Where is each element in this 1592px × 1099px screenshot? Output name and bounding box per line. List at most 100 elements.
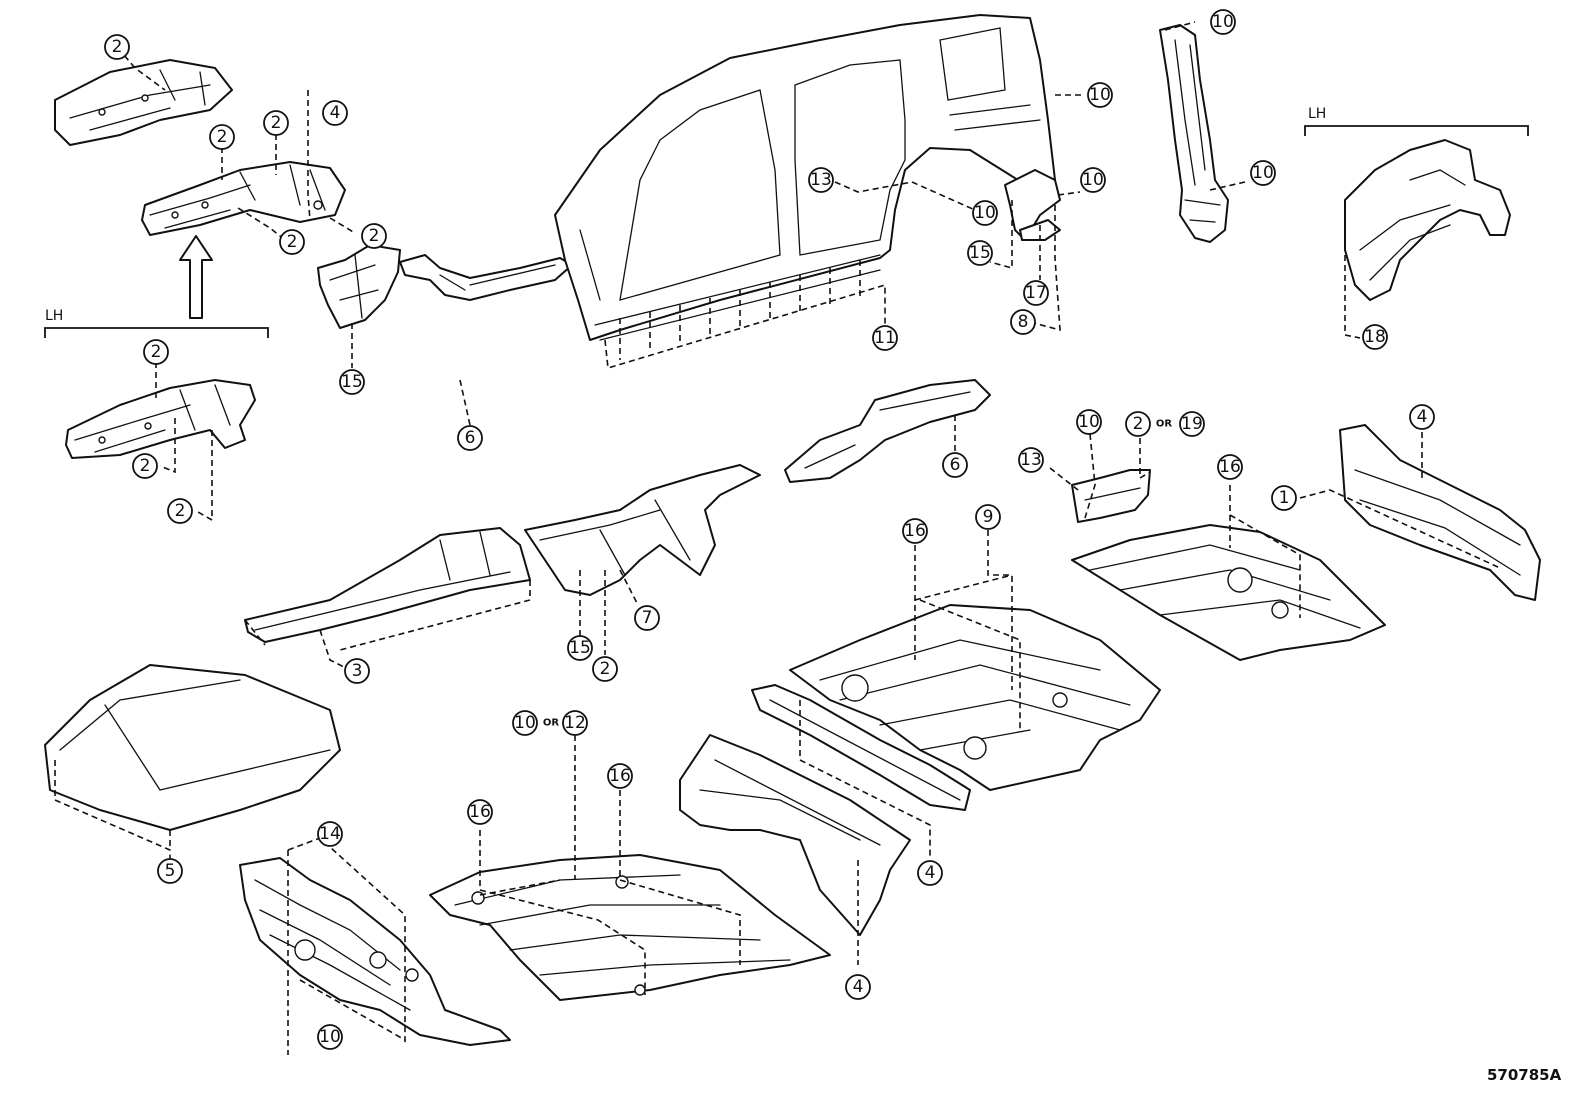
svg-text:2: 2 xyxy=(369,226,380,246)
svg-text:9: 9 xyxy=(983,507,994,527)
svg-text:10: 10 xyxy=(514,713,536,733)
callout-4-d: 4 xyxy=(845,974,871,1000)
svg-text:17: 17 xyxy=(1025,283,1047,303)
callout-11: 11 xyxy=(872,325,898,351)
callout-10-b: 10 xyxy=(1087,82,1113,108)
callout-15-a: 15 xyxy=(339,369,365,395)
rocker-front-lh xyxy=(399,254,573,301)
lh-label-left: LH xyxy=(45,308,63,324)
svg-text:4: 4 xyxy=(1417,407,1428,427)
svg-text:15: 15 xyxy=(969,243,991,263)
callout-16-c: 16 xyxy=(607,763,633,789)
svg-text:16: 16 xyxy=(469,802,491,822)
svg-text:15: 15 xyxy=(569,638,591,658)
side-body-outer-panel xyxy=(554,14,1056,341)
floor-extension-bracket xyxy=(1071,469,1151,523)
bracket-small xyxy=(317,244,401,329)
callout-10-c: 10 xyxy=(1080,167,1106,193)
callout-13-a: 13 xyxy=(808,167,834,193)
svg-text:10: 10 xyxy=(319,1027,341,1047)
callout-4-c: 4 xyxy=(917,860,943,886)
svg-text:10: 10 xyxy=(1082,170,1104,190)
callout-2-top: 2 xyxy=(104,34,130,60)
rear-floor-cross-member xyxy=(679,734,911,936)
svg-text:1: 1 xyxy=(1279,488,1290,508)
svg-text:2: 2 xyxy=(217,127,228,147)
svg-text:10: 10 xyxy=(1078,412,1100,432)
svg-text:8: 8 xyxy=(1018,312,1029,332)
rear-wheelhouse-lh xyxy=(1344,139,1511,301)
svg-text:4: 4 xyxy=(853,977,864,997)
up-arrow xyxy=(179,235,213,319)
callout-4-top: 4 xyxy=(322,100,348,126)
svg-text:10: 10 xyxy=(1212,12,1234,32)
center-pillar-inner xyxy=(1159,24,1229,243)
rear-floor-pan xyxy=(1071,524,1386,661)
svg-text:2: 2 xyxy=(287,232,298,252)
svg-text:18: 18 xyxy=(1364,327,1386,347)
callout-13-b: 13 xyxy=(1018,447,1044,473)
svg-text:2: 2 xyxy=(175,501,186,521)
svg-text:11: 11 xyxy=(874,328,896,348)
front-floor-pan xyxy=(429,854,831,1001)
svg-text:3: 3 xyxy=(352,661,363,681)
svg-text:5: 5 xyxy=(165,861,176,881)
callout-2-d: 2 xyxy=(279,229,305,255)
leader-lines xyxy=(54,21,1501,1055)
callout-16-d: 16 xyxy=(467,799,493,825)
callout-10-or-12: 10 OR 12 xyxy=(512,710,588,736)
callout-7: 7 xyxy=(634,605,660,631)
svg-text:4: 4 xyxy=(925,863,936,883)
svg-text:6: 6 xyxy=(950,455,961,475)
svg-text:2: 2 xyxy=(112,37,123,57)
svg-text:7: 7 xyxy=(642,608,653,628)
callout-2-lh-c: 2 xyxy=(167,498,193,524)
or-label-b: OR xyxy=(543,718,560,729)
callout-5: 5 xyxy=(157,858,183,884)
svg-text:2: 2 xyxy=(140,456,151,476)
callout-10-a: 10 xyxy=(972,200,998,226)
rocker-rear-rh xyxy=(784,379,991,483)
callout-2-c: 2 xyxy=(361,223,387,249)
callout-2-lh-a: 2 xyxy=(143,339,169,365)
callout-4-b: 4 xyxy=(1409,404,1435,430)
front-floor-center-member xyxy=(524,464,761,596)
front-side-member-assy xyxy=(141,161,346,236)
callout-2-a: 2 xyxy=(209,124,235,150)
callout-10-g: 10 xyxy=(317,1024,343,1050)
callout-15-c: 15 xyxy=(567,635,593,661)
svg-text:13: 13 xyxy=(810,170,832,190)
callout-6-b: 6 xyxy=(942,452,968,478)
svg-text:14: 14 xyxy=(319,824,341,844)
front-side-member-upper xyxy=(54,59,233,146)
callout-1: 1 xyxy=(1271,485,1297,511)
back-panel xyxy=(1339,424,1541,601)
callout-10-d: 10 xyxy=(1210,9,1236,35)
or-label-a: OR xyxy=(1156,419,1173,430)
svg-text:6: 6 xyxy=(465,428,476,448)
svg-text:16: 16 xyxy=(609,766,631,786)
svg-text:15: 15 xyxy=(341,372,363,392)
callout-17: 17 xyxy=(1023,280,1049,306)
front-floor-side-member xyxy=(244,527,531,643)
callout-18: 18 xyxy=(1362,324,1388,350)
center-floor-pan xyxy=(789,604,1161,791)
svg-text:10: 10 xyxy=(1252,163,1274,183)
callout-9: 9 xyxy=(975,504,1001,530)
dash-panel xyxy=(239,857,511,1046)
callout-2-b: 2 xyxy=(263,110,289,136)
svg-text:2: 2 xyxy=(1133,414,1144,434)
rear-quarter-inner xyxy=(1004,169,1061,241)
hood-panel xyxy=(44,664,341,831)
callout-2-lh-b: 2 xyxy=(132,453,158,479)
drawing-code: 570785A xyxy=(1487,1066,1562,1084)
front-side-member-lh xyxy=(65,379,256,459)
svg-text:13: 13 xyxy=(1020,450,1042,470)
svg-text:16: 16 xyxy=(1219,457,1241,477)
callout-2-e: 2 xyxy=(592,656,618,682)
lh-brackets xyxy=(44,125,1529,338)
svg-text:19: 19 xyxy=(1181,414,1203,434)
callout-6-a: 6 xyxy=(457,425,483,451)
callout-10-e: 10 xyxy=(1250,160,1276,186)
